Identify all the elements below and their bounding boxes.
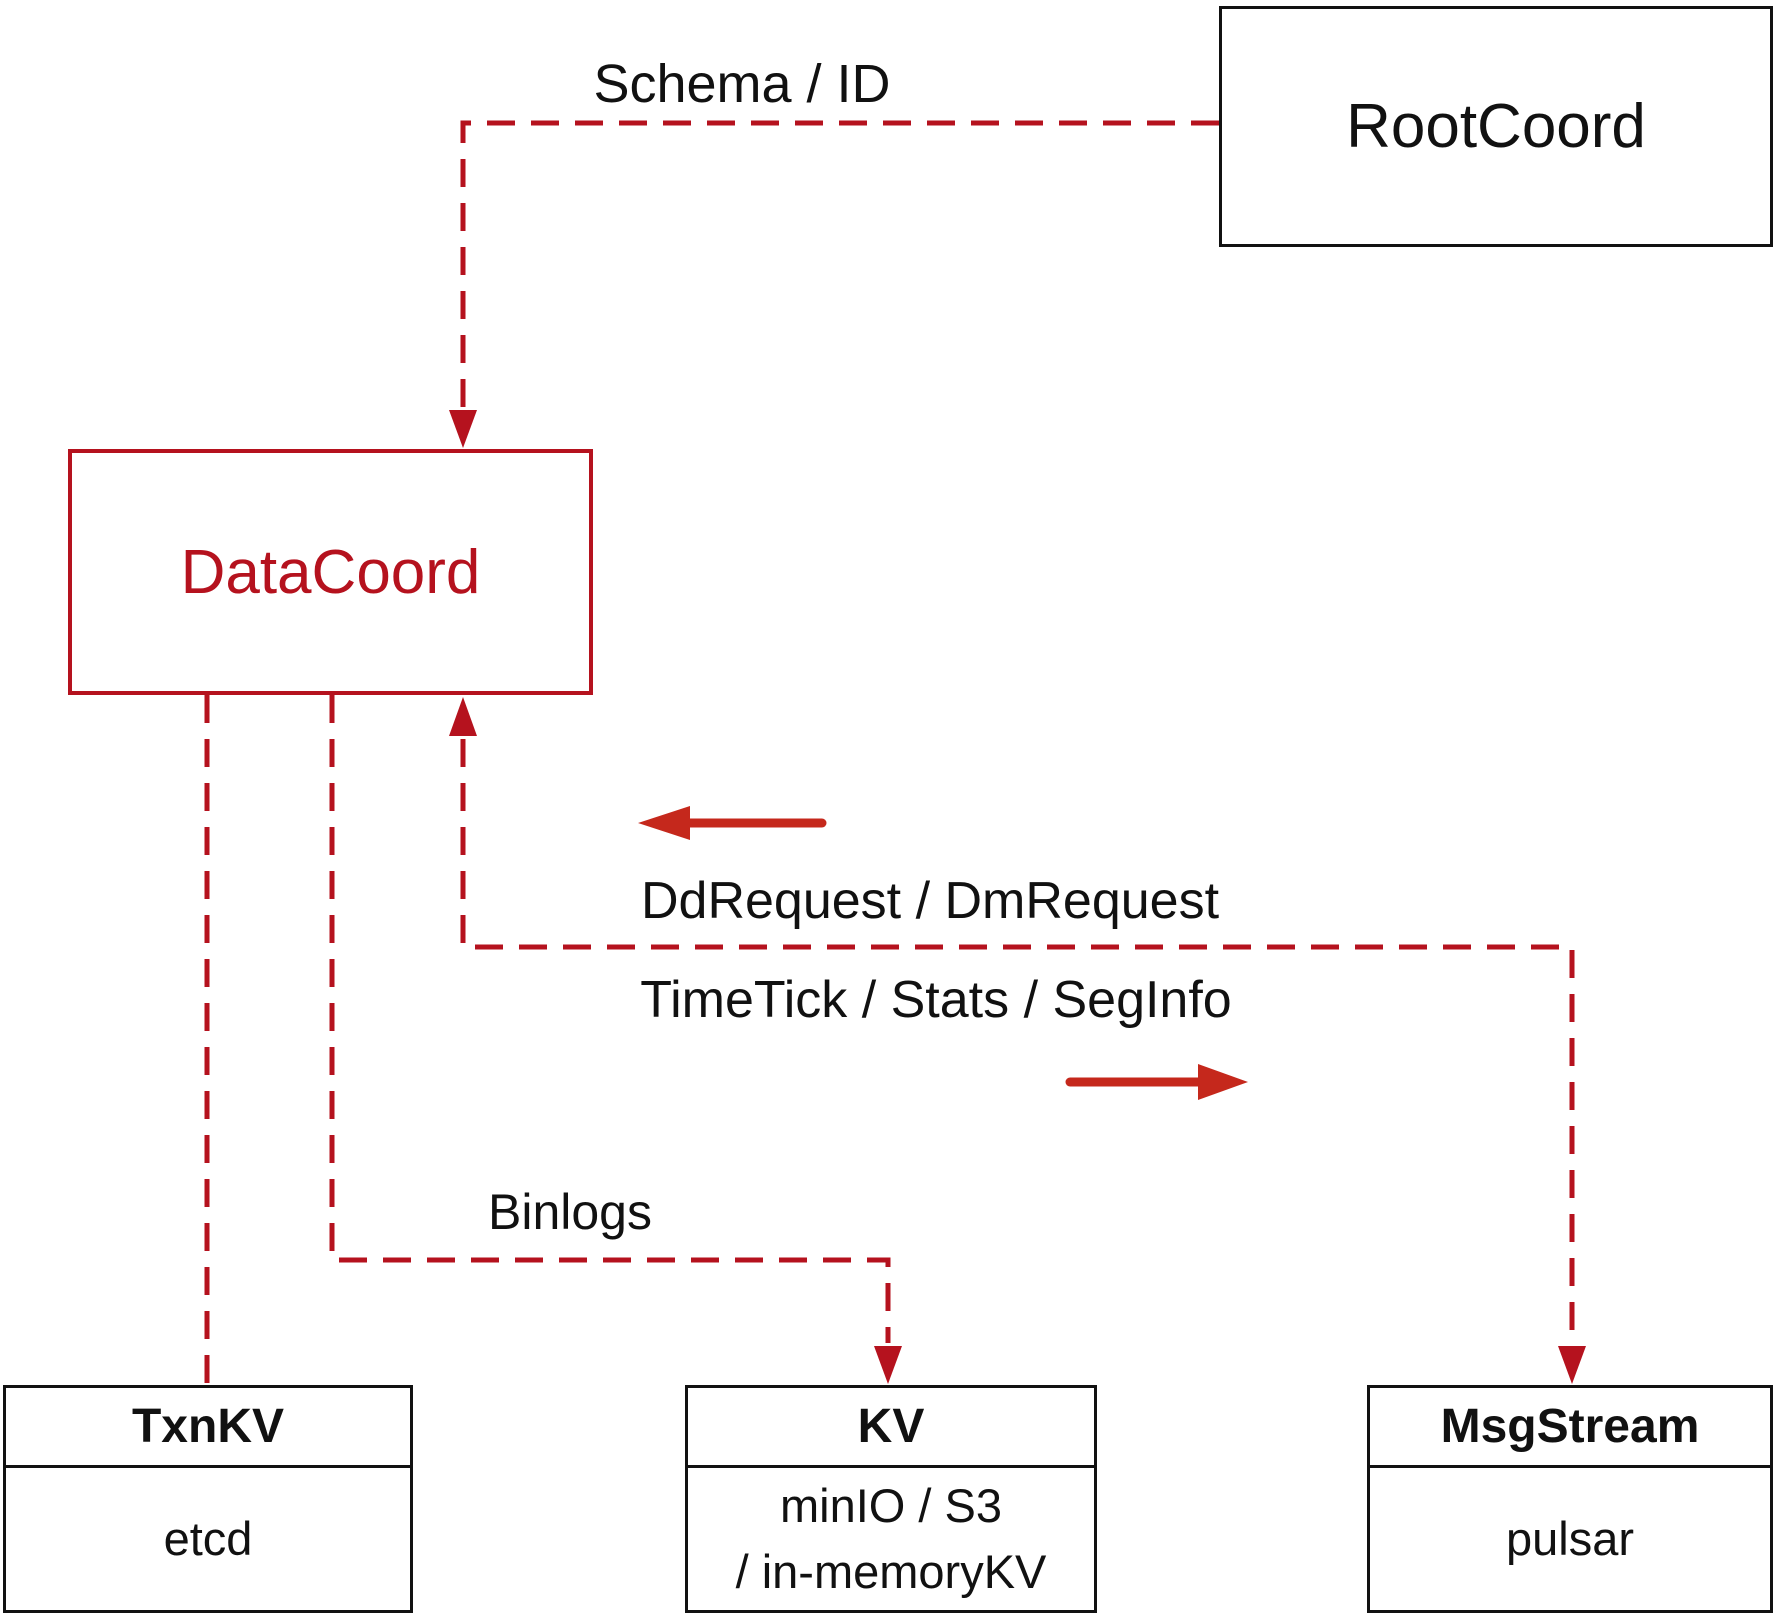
datacoord-label: DataCoord xyxy=(180,537,481,607)
arrowhead-down-into-msgstream-icon xyxy=(1558,1346,1586,1384)
rootcoord-label: RootCoord xyxy=(1346,92,1646,161)
txnkv-body-text: etcd xyxy=(163,1512,253,1565)
txnkv-body: etcd xyxy=(6,1468,410,1610)
edge-schema-id xyxy=(460,120,1219,410)
msgstream-body-text: pulsar xyxy=(1505,1512,1634,1565)
msgstream-body: pulsar xyxy=(1370,1468,1770,1610)
edge-label-ddrequest-dmrequest: DdRequest / DmRequest xyxy=(640,872,1220,930)
arrowhead-up-into-datacoord-icon xyxy=(449,697,477,736)
arrowhead-down-into-kv-icon xyxy=(874,1346,902,1384)
right-direction-arrow-icon xyxy=(1198,1064,1248,1100)
kv-body-line1: minIO / S3 xyxy=(779,1479,1002,1532)
node-datacoord: DataCoord xyxy=(68,449,593,695)
kv-title: KV xyxy=(688,1388,1094,1468)
edge-label-binlogs: Binlogs xyxy=(488,1184,652,1240)
edge-label-timetick-stats-seginfo: TimeTick / Stats / SegInfo xyxy=(640,971,1232,1029)
node-kv: KV minIO / S3 / in-memoryKV xyxy=(685,1385,1097,1613)
edge-datacoord-msgstream xyxy=(460,739,1575,1343)
msgstream-title: MsgStream xyxy=(1370,1388,1770,1468)
node-rootcoord: RootCoord xyxy=(1219,6,1773,247)
node-txnkv: TxnKV etcd xyxy=(3,1385,413,1613)
edge-label-schema-id: Schema / ID xyxy=(593,54,891,114)
edge-binlogs xyxy=(329,695,891,1343)
node-msgstream: MsgStream pulsar xyxy=(1367,1385,1773,1613)
txnkv-title: TxnKV xyxy=(6,1388,410,1468)
kv-body: minIO / S3 / in-memoryKV xyxy=(688,1468,1094,1610)
kv-body-line2: / in-memoryKV xyxy=(735,1545,1047,1598)
left-direction-arrow-icon xyxy=(638,806,690,840)
arrowhead-down-into-datacoord-icon xyxy=(449,410,477,448)
